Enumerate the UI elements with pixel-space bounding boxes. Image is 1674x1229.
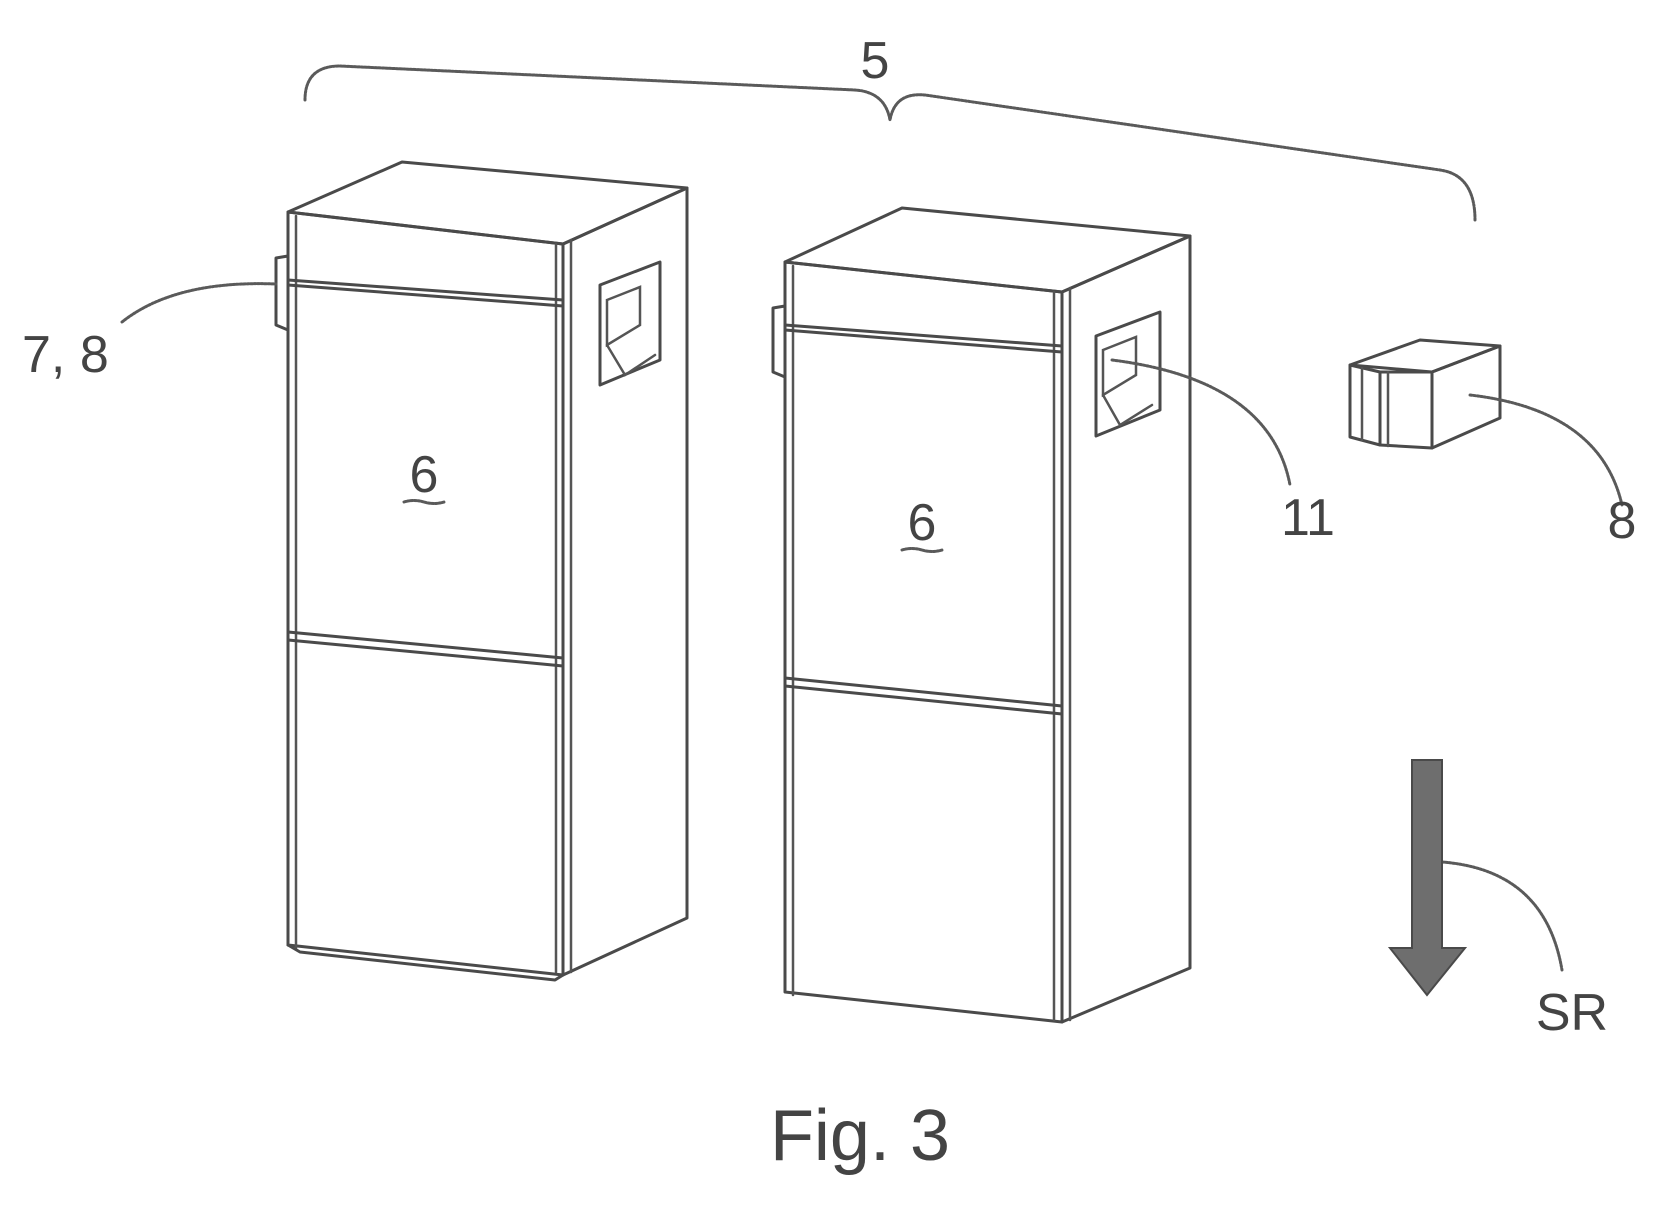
- group-brace: [303, 64, 1477, 222]
- label-connector-part: 8: [1608, 492, 1637, 550]
- label-group-5: 5: [861, 32, 890, 90]
- label-handle-recess: 11: [1281, 489, 1335, 547]
- module-left: [274, 160, 689, 982]
- figure-caption: Fig. 3: [770, 1096, 950, 1176]
- leader-connector-left: [120, 282, 278, 324]
- connector-part: [1348, 338, 1502, 450]
- label-direction: SR: [1536, 984, 1608, 1042]
- direction-arrow: [1387, 759, 1468, 997]
- underline-module-left: [402, 499, 446, 505]
- module-right: [771, 206, 1192, 1024]
- leader-handle-recess: [1110, 358, 1292, 487]
- label-module-right: 6: [908, 494, 937, 552]
- underline-module-right: [900, 547, 944, 553]
- label-connector-left: 7, 8: [22, 326, 109, 384]
- leader-connector-part: [1468, 393, 1624, 507]
- label-module-left: 6: [410, 446, 439, 504]
- leader-direction: [1440, 860, 1564, 972]
